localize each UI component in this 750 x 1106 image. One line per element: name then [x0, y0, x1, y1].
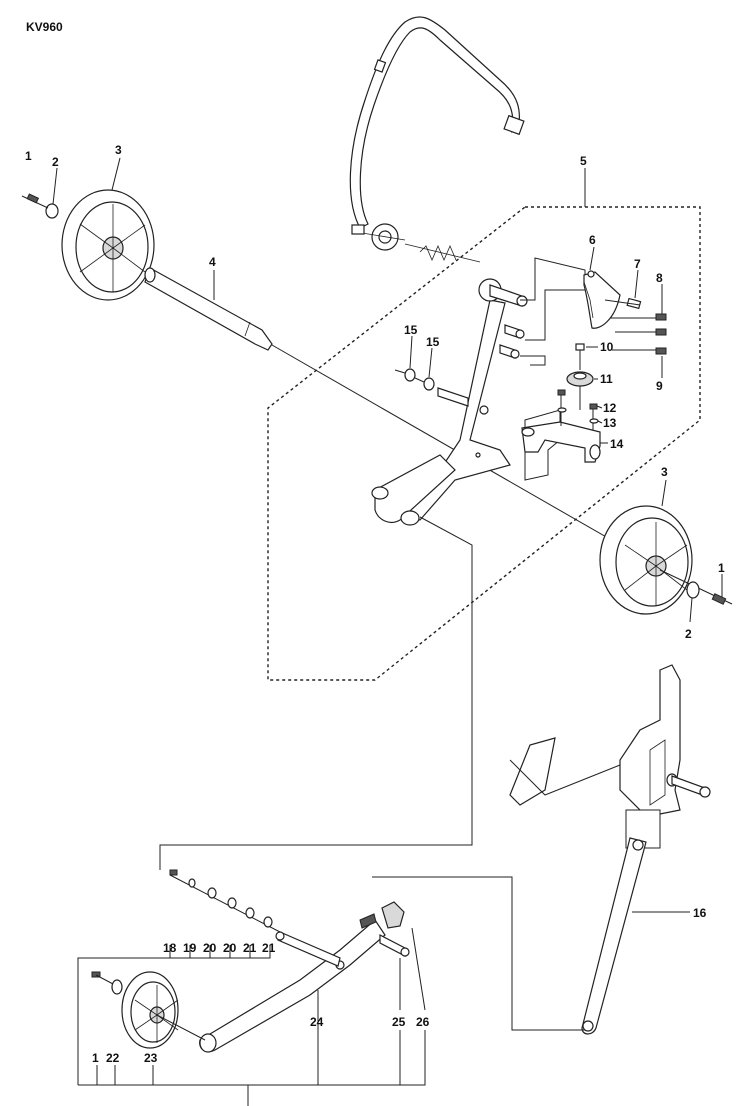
- callout-15a: 15: [404, 323, 418, 337]
- callout-20a: 20: [203, 941, 217, 955]
- callout-2: 2: [52, 155, 59, 169]
- callout-20b: 20: [223, 941, 237, 955]
- bolt-10: [575, 343, 585, 370]
- cap-26: [381, 901, 405, 929]
- callout-14: 14: [610, 437, 624, 451]
- washer-15b: [423, 377, 435, 391]
- handle-frame: [349, 16, 525, 229]
- bracket-14: [521, 389, 601, 463]
- callout-1: 1: [25, 149, 32, 163]
- lever-bracket: [619, 664, 711, 816]
- knob-11: [566, 371, 594, 410]
- lower-arm: [199, 913, 386, 1053]
- wheel-left: [61, 189, 155, 301]
- spring: [404, 243, 481, 263]
- callout-21b: 21: [262, 941, 276, 955]
- washer-right: [686, 581, 700, 599]
- callout-24: 24: [310, 1015, 324, 1029]
- callout-10: 10: [600, 340, 614, 354]
- bolt-left: [26, 193, 40, 204]
- pedal: [509, 737, 556, 806]
- pins-7-8-9: [604, 297, 667, 355]
- callout-22: 22: [106, 1051, 120, 1065]
- callout-12: 12: [603, 401, 617, 415]
- callout-6: 6: [589, 233, 596, 247]
- callout-4: 4: [209, 255, 216, 269]
- handle-sprocket: [351, 223, 406, 251]
- model-title: KV960: [26, 20, 63, 34]
- callout-5: 5: [580, 154, 587, 168]
- wheel-right: [599, 505, 693, 615]
- washer-left: [45, 203, 59, 219]
- bolt-right: [711, 593, 727, 605]
- frame-sprocket: [478, 278, 528, 359]
- wheel-lower: [121, 971, 206, 1049]
- callout-13: 13: [603, 416, 617, 430]
- callout-25: 25: [392, 1015, 406, 1029]
- callout-1c: 1: [92, 1051, 99, 1065]
- callout-18: 18: [163, 941, 177, 955]
- sector-plate: [583, 270, 621, 329]
- bolt-lower: [91, 971, 101, 978]
- pin-25: [379, 934, 410, 957]
- washer-chain: [169, 869, 281, 933]
- lever-16: [581, 837, 647, 1035]
- callout-23: 23: [144, 1051, 158, 1065]
- callout-26: 26: [416, 1015, 430, 1029]
- callout-7: 7: [634, 257, 641, 271]
- callout-11: 11: [600, 372, 613, 386]
- callout-21a: 21: [243, 941, 257, 955]
- callout-3b: 3: [661, 465, 668, 479]
- washer-15a: [404, 368, 416, 382]
- callout-16: 16: [693, 906, 707, 920]
- callout-3: 3: [115, 143, 122, 157]
- washer-lower: [111, 979, 123, 995]
- callout-labels: 1 2 3 4 5 6 7 8 9 10 11 12 13 14 15 15 3…: [25, 143, 725, 1065]
- callout-9: 9: [656, 379, 663, 393]
- callout-19: 19: [183, 941, 197, 955]
- main-frame: [371, 299, 511, 526]
- axle: [144, 267, 273, 351]
- assembly-boundary: [267, 206, 701, 681]
- pivot-pin: [437, 387, 469, 407]
- callout-15b: 15: [426, 335, 440, 349]
- callout-8: 8: [656, 271, 663, 285]
- callout-1b: 1: [718, 561, 725, 575]
- callout-2b: 2: [685, 627, 692, 641]
